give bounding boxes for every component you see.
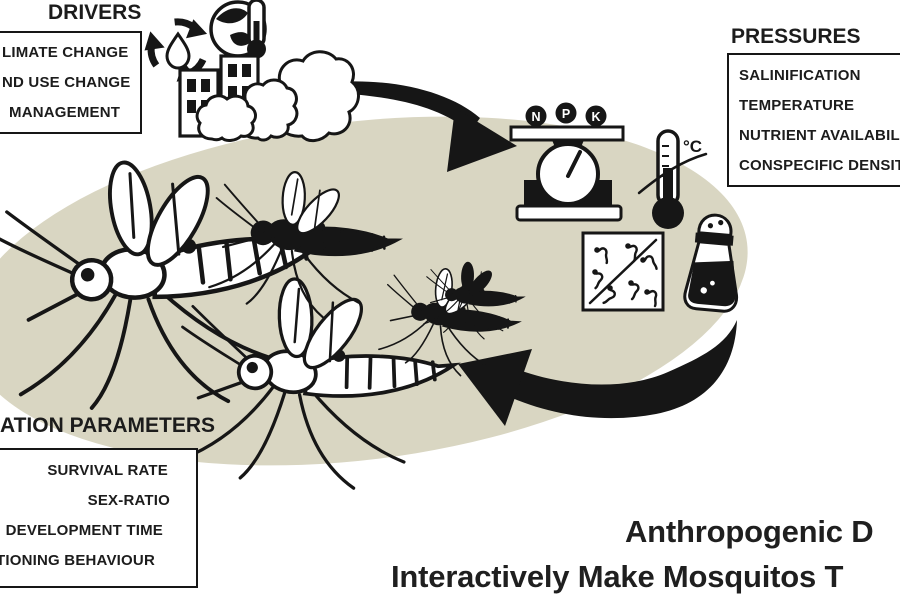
drivers-list: LIMATE CHANGE ND USE CHANGE MANAGEMENT xyxy=(0,33,140,128)
water-drop-icon xyxy=(165,31,191,70)
globe-thermometer-icon xyxy=(209,0,267,59)
trees-icon xyxy=(195,50,360,142)
water-cycle-recycle-icon xyxy=(139,16,209,89)
pressure-item: CONSPECIFIC DENSITY xyxy=(739,157,900,174)
salt-shaker-icon xyxy=(683,213,739,313)
drivers-box: LIMATE CHANGE ND USE CHANGE MANAGEMENT xyxy=(0,31,142,134)
population-parameters-box: SURVIVAL RATE SEX-RATIO DEVELOPMENT TIME… xyxy=(0,448,198,588)
flow-arrow-drivers-to-pressures xyxy=(334,81,517,172)
weight-n-label: N xyxy=(531,110,540,124)
larval-density-icon xyxy=(581,231,665,312)
celsius-label: °C xyxy=(683,137,702,156)
parameter-item: SURVIVAL RATE xyxy=(47,462,168,479)
mosquito-silhouette xyxy=(411,249,530,354)
flow-arrow-pressures-to-mosquitos xyxy=(458,320,737,426)
caption-line-2: Interactively Make Mosquitos T xyxy=(391,559,844,594)
pressure-item: NUTRIENT AVAILABILITY xyxy=(739,127,900,144)
population-parameters-title: ATION PARAMETERS xyxy=(0,414,216,437)
pressures-title: PRESSURES xyxy=(731,25,861,48)
driver-item: ND USE CHANGE xyxy=(2,74,131,91)
pressure-item: SALINIFICATION xyxy=(739,67,861,84)
caption-line-1: Anthropogenic D xyxy=(625,514,874,549)
pressures-list: SALINIFICATION TEMPERATURE NUTRIENT AVAI… xyxy=(729,55,900,181)
parameter-item: SEX-RATIO xyxy=(87,492,170,509)
weight-k-label: K xyxy=(591,110,600,124)
pressure-item: TEMPERATURE xyxy=(739,97,855,114)
parameter-item: DEVELOPMENT TIME xyxy=(5,522,163,539)
driver-item: LIMATE CHANGE xyxy=(2,44,129,61)
pressures-box: SALINIFICATION TEMPERATURE NUTRIENT AVAI… xyxy=(727,53,900,187)
weight-p-label: P xyxy=(562,107,570,121)
npk-scale-icon: N P K xyxy=(509,102,625,222)
drivers-title: DRIVERS xyxy=(48,1,142,24)
thermometer-icon: °C xyxy=(637,129,708,229)
parameter-item: SITIONING BEHAVIOUR xyxy=(0,552,155,569)
population-parameters-list: SURVIVAL RATE SEX-RATIO DEVELOPMENT TIME… xyxy=(0,450,196,576)
driver-item: MANAGEMENT xyxy=(9,104,121,121)
